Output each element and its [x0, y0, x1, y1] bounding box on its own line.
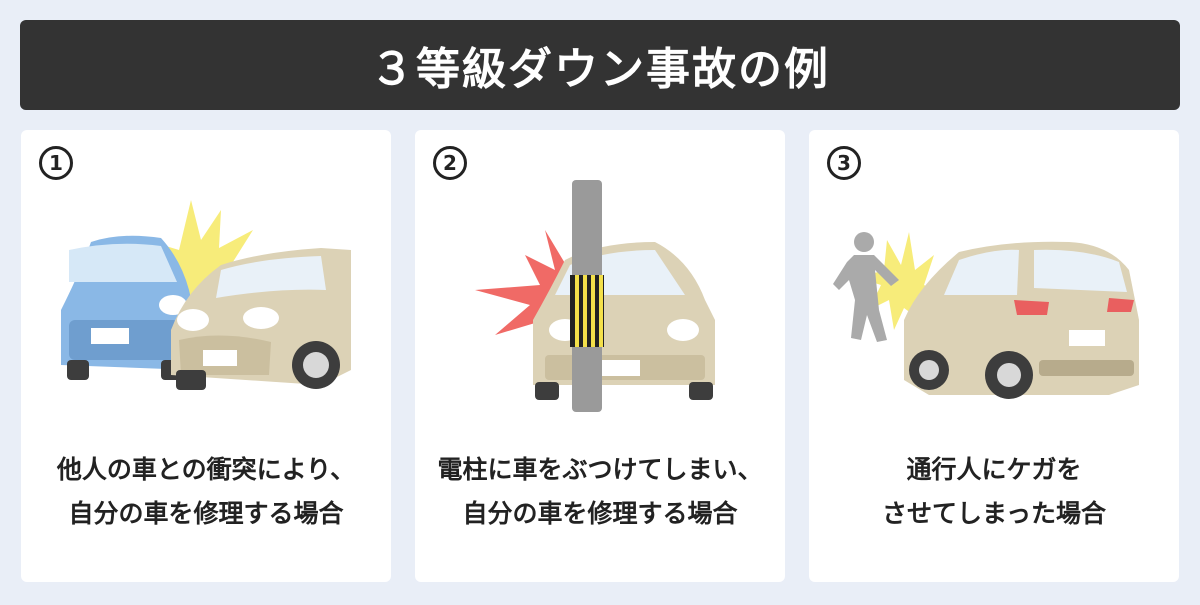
card-caption: 電柱に車をぶつけてしまい、 自分の車を修理する場合 [415, 448, 785, 536]
card-number-badge: 1 [39, 146, 73, 180]
card-number-badge: 2 [433, 146, 467, 180]
caption-line-2: 自分の車を修理する場合 [68, 499, 344, 528]
car-collision-illustration [61, 200, 351, 390]
card-number-badge: 3 [827, 146, 861, 180]
card-pedestrian-injury: 3 通行人にケガを させてしまった場合 [809, 130, 1179, 582]
car-pole-illustration [475, 180, 715, 412]
card-pole-crash: 2 電柱に車をぶつけてしまい、 自分の車を修理する場合 [415, 130, 785, 582]
pedestrian-icon [833, 232, 899, 342]
card-caption: 他人の車との衝突により、 自分の車を修理する場合 [21, 448, 391, 536]
beige-car-icon [171, 248, 351, 390]
caption-line-1: 電柱に車をぶつけてしまい、 [437, 455, 763, 484]
card-collision: 1 他人の車との衝突により、 自分の車を修理する場合 [21, 130, 391, 582]
page-title: ３等級ダウン事故の例 [370, 44, 830, 95]
caption-line-2: 自分の車を修理する場合 [462, 499, 738, 528]
card-caption: 通行人にケガを させてしまった場合 [809, 448, 1179, 536]
title-bar: ３等級ダウン事故の例 [20, 20, 1180, 110]
beige-car-icon [904, 241, 1139, 399]
caption-line-1: 通行人にケガを [906, 455, 1082, 484]
utility-pole-icon [570, 180, 604, 412]
caption-line-2: させてしまった場合 [881, 499, 1106, 528]
caption-line-1: 他人の車との衝突により、 [56, 455, 356, 484]
pedestrian-accident-illustration [833, 232, 1139, 399]
impact-burst-icon [859, 232, 944, 330]
